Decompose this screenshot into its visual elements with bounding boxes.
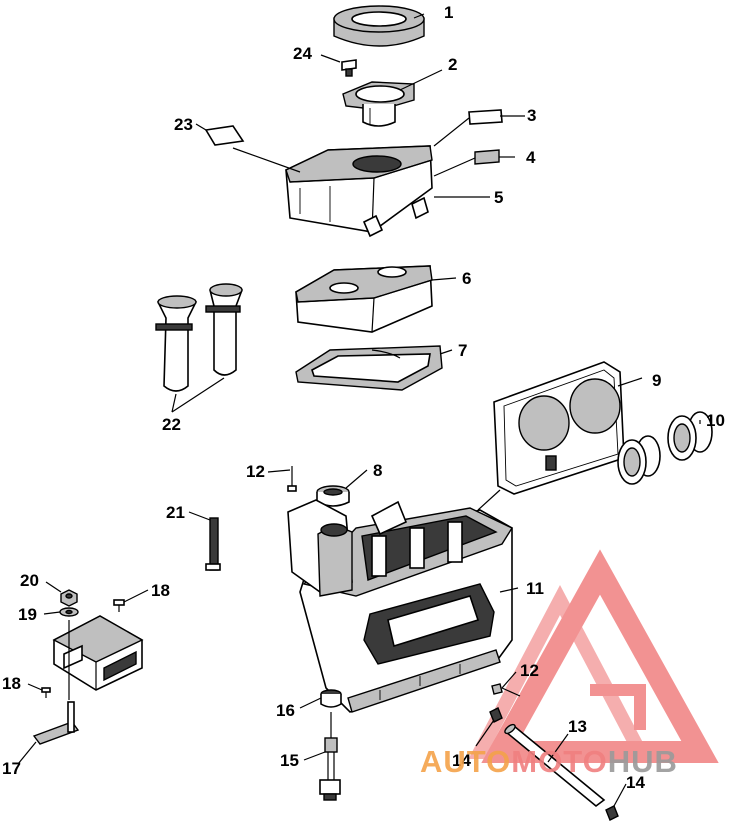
- callout-9: 9: [652, 371, 661, 390]
- callout-7: 7: [458, 341, 467, 360]
- leader-lines: [17, 13, 701, 807]
- part-10-intake-rings: [617, 411, 713, 485]
- part-18-lower-screw: [41, 687, 51, 698]
- part-14-lower-clip: [605, 805, 619, 821]
- part-24-screw: [341, 59, 357, 77]
- callout-24: 24: [293, 44, 312, 63]
- part-4-label: [474, 149, 500, 165]
- callout-5: 5: [494, 188, 503, 207]
- callout-14a: 14: [452, 751, 471, 770]
- part-16-grommet: [320, 689, 342, 708]
- callout-12a: 12: [246, 462, 265, 481]
- watermark-auto: AUTO: [420, 744, 511, 779]
- callout-21: 21: [166, 503, 185, 522]
- part-18-upper-screw: [113, 599, 125, 612]
- callout-22: 22: [162, 415, 181, 434]
- callout-16: 16: [276, 701, 295, 720]
- part-17-bracket: [32, 701, 80, 745]
- part-21-strap: [205, 517, 221, 571]
- part-15-sensor: [319, 712, 341, 801]
- part-8-cap: [316, 485, 350, 507]
- part-11-airbox-housing: [287, 499, 514, 713]
- watermark-moto: MOTO: [511, 744, 607, 779]
- part-20-nut: [60, 589, 78, 607]
- part-19-washer: [59, 607, 79, 617]
- part-3-label: [468, 109, 503, 125]
- ecu-module: [52, 615, 144, 691]
- callout-15: 15: [280, 751, 299, 770]
- part-22-boots: [155, 283, 243, 392]
- part-6-air-filter: [295, 265, 433, 333]
- part-1-intake-ring: [333, 5, 425, 47]
- callout-14b: 14: [626, 773, 645, 792]
- svg-text:AUTOMOTOHUB: AUTOMOTOHUB: [420, 744, 678, 779]
- part-13-tube: [504, 723, 606, 808]
- callout-18b: 18: [2, 674, 21, 693]
- watermark-logo: [468, 549, 719, 763]
- callout-3: 3: [527, 106, 536, 125]
- watermark-hub: HUB: [608, 744, 678, 779]
- callout-4: 4: [526, 148, 536, 167]
- part-5-airbox-cover: [285, 145, 433, 238]
- callout-8: 8: [373, 461, 382, 480]
- part-12-upper-screw: [287, 466, 297, 492]
- part-7-filter-plate: [295, 345, 443, 391]
- callout-17: 17: [2, 759, 21, 778]
- callout-13: 13: [568, 717, 587, 736]
- callout-11: 11: [526, 579, 544, 598]
- callout-18a: 18: [151, 581, 170, 600]
- callout-19: 19: [18, 605, 37, 624]
- part-14-upper-clip: [489, 707, 503, 723]
- callout-23: 23: [174, 115, 193, 134]
- callout-10: 10: [706, 411, 725, 430]
- part-23-decal: [204, 125, 245, 146]
- callout-1: 1: [444, 3, 453, 22]
- part-2-intake-adapter: [342, 81, 415, 127]
- callout-2: 2: [448, 55, 457, 74]
- callout-numbers: 1 24 2 3 23 4 5 6 7 9 10 22 12 8 21 20 1…: [2, 3, 725, 792]
- callout-12b: 12: [520, 661, 539, 680]
- callout-20: 20: [20, 571, 39, 590]
- part-12-lower-screw: [491, 683, 521, 697]
- watermark-text: AUTOMOTOHUB: [420, 744, 678, 779]
- callout-6: 6: [462, 269, 471, 288]
- part-9-intake-cover: [493, 361, 625, 495]
